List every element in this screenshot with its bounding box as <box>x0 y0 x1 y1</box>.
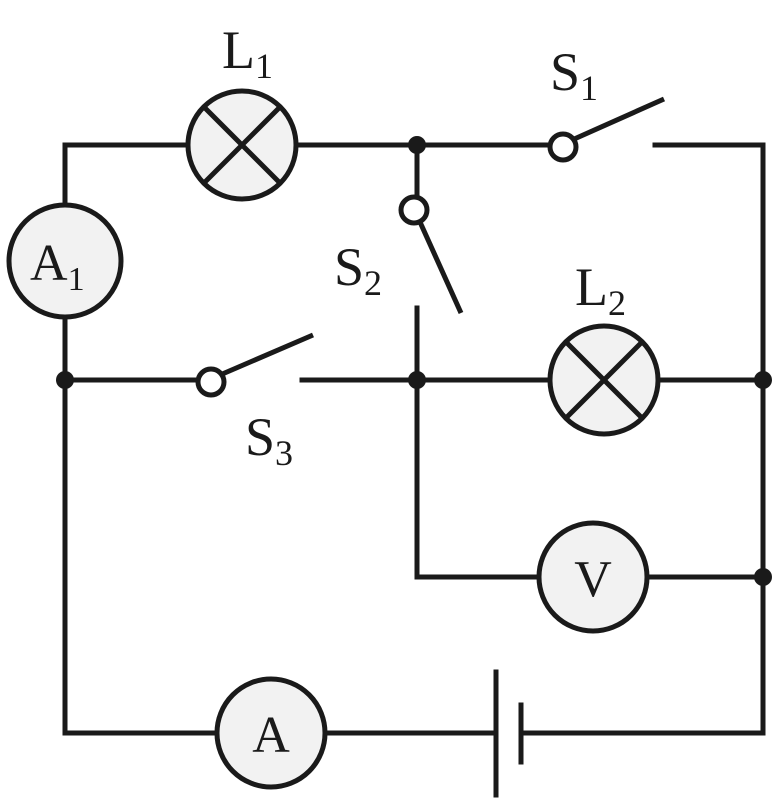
switch-s1 <box>547 96 666 163</box>
ammeter-a1: A1 <box>6 202 124 320</box>
lamp-l1 <box>185 88 299 202</box>
junction-right-middle <box>754 371 772 389</box>
lamp-l1-label: L1 <box>222 20 273 86</box>
lamp-l2-label: L2 <box>575 257 626 323</box>
voltmeter-label: V <box>574 551 612 608</box>
junction-nodes <box>56 136 772 586</box>
switch-s1-label: S1 <box>550 42 598 108</box>
ammeter-main: A <box>214 676 328 790</box>
battery-icon <box>493 669 524 798</box>
lamp-l2 <box>547 323 661 437</box>
switch-s2 <box>398 194 464 315</box>
voltmeter: V <box>536 520 650 634</box>
switch-s2-label: S2 <box>334 237 382 303</box>
junction-left-middle <box>56 371 74 389</box>
wires <box>62 142 766 736</box>
junction-right-voltmeter <box>754 568 772 586</box>
junction-center-middle <box>408 371 426 389</box>
wire-s1-to-right <box>652 142 766 381</box>
switch-s3-label: S3 <box>245 407 293 473</box>
ammeter-main-label: A <box>252 707 290 764</box>
junction-top <box>408 136 426 154</box>
switch-s3 <box>195 332 314 398</box>
ammeter-a1-label: A1 <box>30 235 85 298</box>
wire-to-voltmeter <box>414 377 540 580</box>
wire-left-rail-bottom <box>62 377 218 736</box>
wire-top-left <box>62 142 189 206</box>
